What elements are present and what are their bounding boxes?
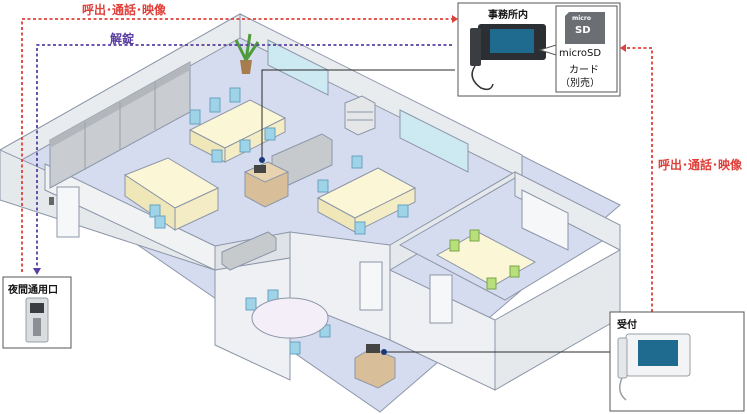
call-label-top: 呼出･通話･映像 xyxy=(82,3,167,17)
sd-line2: カード xyxy=(569,65,599,76)
sd-chip-icon xyxy=(565,12,605,44)
desk-cluster-3 xyxy=(316,167,417,233)
night-door-station xyxy=(49,197,54,205)
night-door-title: 夜間通用口 xyxy=(8,285,58,296)
unlock-label: 解錠 xyxy=(110,32,135,46)
unlock-line-arrow xyxy=(33,268,41,275)
reception-title: 受付 xyxy=(617,320,637,331)
meeting-table xyxy=(435,229,537,290)
call-label-right: 呼出･通話･映像 xyxy=(658,158,743,172)
chairs xyxy=(149,87,409,355)
call-line-right-arrow xyxy=(620,44,626,52)
unlock-line xyxy=(36,44,452,268)
night-door-device xyxy=(25,297,49,343)
office-leader xyxy=(261,69,455,160)
oval-meeting-table xyxy=(251,297,329,339)
office-monitor-counter xyxy=(243,161,290,208)
cabinet-shelves xyxy=(49,61,191,189)
office-monitor-device xyxy=(470,24,546,91)
door-night xyxy=(56,186,80,238)
window-1 xyxy=(267,39,329,96)
call-line-top xyxy=(21,18,452,272)
office-leader-dot xyxy=(259,157,265,163)
sd-chip-sd-text: SD xyxy=(575,25,591,36)
call-line-top-arrow xyxy=(452,15,458,23)
reception-monitor-device xyxy=(617,333,691,401)
sd-line3: （別売） xyxy=(560,78,600,89)
office-box-title: 事務所内 xyxy=(488,10,528,21)
call-line-right xyxy=(626,47,653,312)
window-2 xyxy=(399,109,469,173)
meeting-whiteboard xyxy=(521,189,569,251)
sd-line1: microSD xyxy=(559,48,602,59)
sd-pointer xyxy=(538,44,557,56)
reception-leader-dot xyxy=(381,349,387,355)
bench xyxy=(221,231,277,271)
door-inner-1 xyxy=(359,261,383,311)
printer xyxy=(344,95,376,136)
potted-plant xyxy=(234,33,260,74)
sd-chip-top-text: micro xyxy=(572,15,591,22)
door-inner-2 xyxy=(429,274,453,324)
reception-counter xyxy=(354,344,396,389)
